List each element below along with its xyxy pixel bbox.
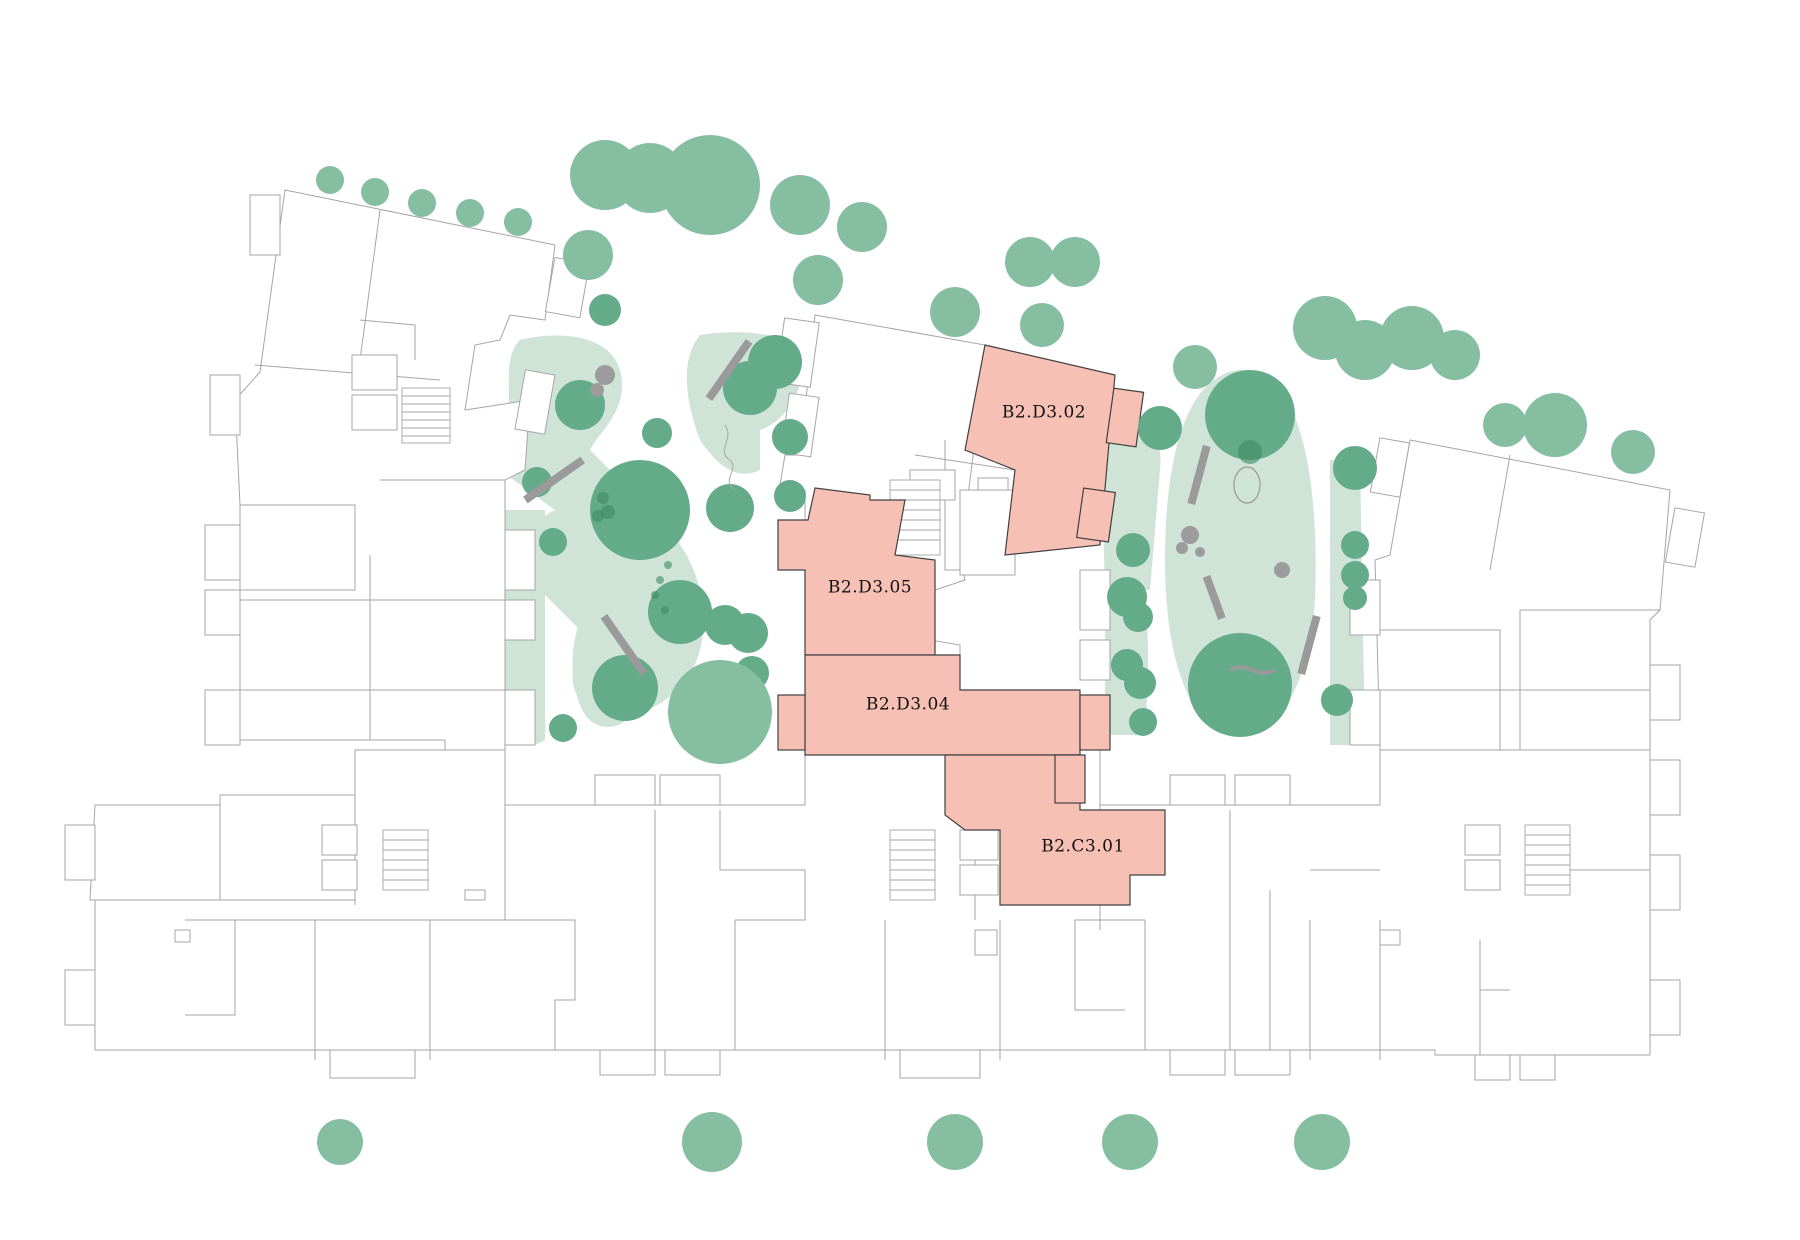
bench-icon <box>523 456 585 504</box>
tree-icon <box>539 528 567 556</box>
tree-icon <box>1341 531 1369 559</box>
tree-icon <box>589 294 621 326</box>
rock-icon <box>597 492 609 504</box>
bench-icon <box>705 339 753 401</box>
tree-icon <box>668 660 772 764</box>
sandpit-icon <box>1233 466 1261 504</box>
tree-icon <box>660 135 760 235</box>
unit-b2-d3-04-balcony-right <box>1079 694 1111 751</box>
building-south <box>89 749 1651 1056</box>
stone-icon <box>1195 547 1205 557</box>
unit-b2-d3-02-balcony-bottom <box>1075 487 1117 543</box>
unit-b2-d3-02-shape[interactable] <box>964 344 1116 556</box>
bench-icon <box>1202 574 1226 620</box>
tree-icon <box>642 418 672 448</box>
tree-icon <box>317 1119 363 1165</box>
tree-icon <box>563 230 613 280</box>
rock-icon <box>592 510 604 522</box>
unit-b2-c3-01-notch <box>1054 754 1086 804</box>
stone-icon <box>595 365 615 385</box>
stone-icon <box>1274 562 1290 578</box>
tree-icon <box>504 208 532 236</box>
tree-icon <box>770 175 830 235</box>
tree-icon <box>1321 684 1353 716</box>
building-left-north <box>234 189 556 751</box>
tree-icon <box>590 460 690 560</box>
tree-icon <box>793 255 843 305</box>
highlighted-units[interactable] <box>777 344 1166 906</box>
rock-icon <box>661 606 669 614</box>
unit-labels: B2.D3.02 B2.D3.05 B2.D3.04 B2.C3.01 <box>828 403 1125 857</box>
rock-icon <box>601 505 615 519</box>
tree-icon <box>1294 1114 1350 1170</box>
tree-icon <box>361 178 389 206</box>
tree-icon <box>1523 393 1587 457</box>
tree-icon <box>1123 602 1153 632</box>
tree-icon <box>1341 561 1369 589</box>
unit-label-b2-d3-04: B2.D3.04 <box>866 695 950 715</box>
tree-icon <box>1102 1114 1158 1170</box>
unit-b2-d3-04-shape[interactable] <box>804 654 1081 756</box>
tree-icon <box>1129 708 1157 736</box>
tree-icon <box>927 1114 983 1170</box>
furniture <box>523 339 1321 676</box>
tree-icon <box>1020 303 1064 347</box>
unit-label-b2-d3-02: B2.D3.02 <box>1002 403 1086 423</box>
tree-icon <box>1188 633 1292 737</box>
tree-icon <box>1343 586 1367 610</box>
rock-icon <box>651 591 659 599</box>
tree-icon <box>408 189 436 217</box>
tree-icon <box>1380 306 1444 370</box>
stone-icon <box>1176 542 1188 554</box>
tree-icon <box>1005 237 1055 287</box>
rock-icon <box>656 576 664 584</box>
tree-icon <box>682 1112 742 1172</box>
unit-label-b2-c3-01: B2.C3.01 <box>1041 837 1125 857</box>
stone-icon <box>1181 526 1199 544</box>
tree-icon <box>772 419 808 455</box>
bench-icon <box>1297 614 1321 676</box>
tree-icon <box>1611 430 1655 474</box>
tree-icon <box>1483 403 1527 447</box>
unit-b2-d3-04-balcony-left <box>777 694 806 751</box>
tree-icon <box>1050 237 1100 287</box>
bench-icon <box>600 614 648 676</box>
tree-icon <box>648 580 712 644</box>
tree-icon <box>748 335 802 389</box>
tree-icon <box>1173 345 1217 389</box>
unit-label-b2-d3-05: B2.D3.05 <box>828 578 912 598</box>
path-squiggle-icon <box>723 424 736 491</box>
trees <box>316 135 1655 1172</box>
tree-icon <box>1335 320 1395 380</box>
tree-icon <box>837 202 887 252</box>
tree-icon <box>456 199 484 227</box>
tree-icon <box>728 613 768 653</box>
tree-icon <box>1124 667 1156 699</box>
tree-icon <box>1333 446 1377 490</box>
bench-icon <box>1187 444 1211 506</box>
tree-icon <box>1430 330 1480 380</box>
tree-icon <box>592 655 658 721</box>
stone-icon <box>590 383 604 397</box>
tree-icon <box>930 287 980 337</box>
path-squiggle-icon <box>1229 665 1276 675</box>
rock-icon <box>664 561 672 569</box>
tree-icon <box>1138 406 1182 450</box>
tree-icon <box>774 480 806 512</box>
tree-icon <box>706 484 754 532</box>
tree-icon <box>1238 440 1262 464</box>
tree-icon <box>1116 533 1150 567</box>
tree-icon <box>316 166 344 194</box>
tree-icon <box>549 714 577 742</box>
tree-icon <box>1205 370 1295 460</box>
